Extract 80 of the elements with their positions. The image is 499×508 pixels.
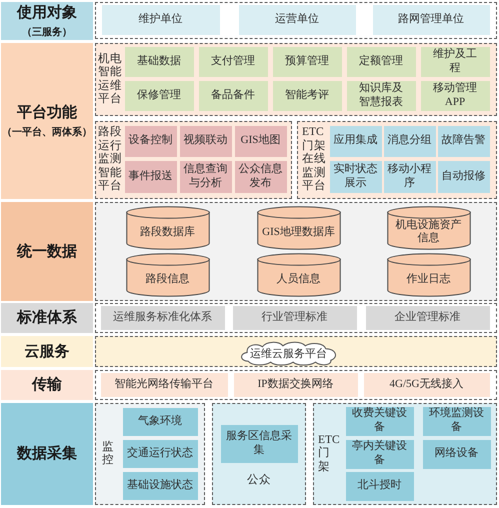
layer-header [1, 403, 93, 505]
database-name: 人员信息 [276, 272, 320, 286]
function-tile: 自动报修 [438, 160, 490, 192]
function-tile: 备品备件 [198, 80, 268, 110]
user-unit-tile: 维护单位 [102, 4, 220, 34]
function-tile: 预算管理 [272, 46, 342, 76]
layer-title: 云服务 [24, 342, 70, 360]
platform-panel [95, 121, 292, 199]
collection-title: ETC门架 [318, 434, 340, 474]
device-tile: 服务区信息采集 [220, 424, 298, 462]
network-tile: IP数据交换网络 [234, 372, 358, 396]
layer-title: 传输 [32, 376, 62, 394]
database-name: 机电设施资产信息 [394, 219, 462, 245]
function-tile: 维护及工程 [420, 46, 490, 76]
platform-title: 路段运行监测智能平台 [98, 126, 123, 194]
platform-panel [95, 43, 497, 116]
platform-panel [297, 121, 497, 199]
function-tile: 实时状态展示 [330, 160, 382, 192]
device-tile: 基础设施状态 [122, 472, 198, 500]
data-panel [95, 202, 497, 301]
user-unit-tile: 运营单位 [238, 4, 356, 34]
function-tile: 支付管理 [198, 46, 268, 76]
function-tile: 保修管理 [124, 80, 194, 110]
device-tile: 亭内关键设备 [346, 440, 414, 468]
function-tile: 公众信息发布 [234, 160, 286, 192]
standard-tile: 企业管理标准 [366, 306, 490, 330]
collection-panel [212, 403, 306, 505]
function-tile: 知识库及智慧报表 [346, 80, 416, 110]
database-name: 路段数据库 [140, 226, 195, 238]
function-tile: 故障告警 [438, 126, 490, 156]
layer-subtitle: （三服务） [22, 26, 72, 38]
function-tile: 定额管理 [346, 46, 416, 76]
device-tile: 收费关键设备 [346, 406, 414, 436]
database-name: GIS地理数据库 [262, 226, 335, 238]
function-tile: GIS地图 [234, 126, 286, 156]
device-tile: 环境监测设备 [422, 406, 490, 436]
layer-header [1, 336, 93, 367]
platform-title: 机电智能运维平台 [98, 52, 123, 106]
network-tile: 智能光网络传输平台 [100, 372, 228, 396]
database-name: 作业日志 [406, 272, 450, 286]
layer-title: 平台功能 [17, 104, 77, 122]
function-tile: 设备控制 [124, 126, 176, 156]
layer-title: 使用对象 [17, 4, 77, 22]
function-tile: 信息查询与分析 [180, 160, 232, 192]
function-tile: 消息分组 [384, 126, 436, 156]
device-tile: 气象环境 [122, 408, 198, 436]
layer-header [1, 2, 93, 40]
collection-panel [95, 403, 205, 505]
device-tile: 网络设备 [422, 440, 490, 468]
standard-tile: 行业管理标准 [232, 306, 356, 330]
collection-title: 公众 [247, 474, 271, 488]
collection-title: 监控 [102, 440, 114, 468]
layer-subtitle: （一平台、两体系） [2, 126, 92, 138]
standard-tile: 运维服务标准化体系 [100, 306, 224, 330]
user-panel [95, 2, 497, 39]
function-tile: 视频联动 [180, 126, 232, 156]
function-tile: 移动管理APP [420, 80, 490, 110]
user-unit-tile: 路网管理单位 [372, 4, 490, 34]
layer-header [1, 202, 93, 301]
transport-panel [95, 370, 497, 400]
standard-panel [95, 303, 497, 333]
layer-title: 统一数据 [17, 242, 77, 260]
layer-header [1, 43, 93, 199]
network-tile: 4G/5G无线接入 [364, 372, 490, 396]
device-tile: 交通运行状态 [122, 440, 198, 468]
function-tile: 事件报送 [124, 160, 176, 192]
function-tile: 应用集成 [330, 126, 382, 156]
function-tile: 智能考评 [272, 80, 342, 110]
layer-header [1, 303, 93, 333]
layer-title: 数据采集 [17, 445, 77, 463]
layer-title: 标准体系 [17, 309, 77, 327]
database-name: 路段信息 [146, 272, 190, 286]
device-tile: 北斗授时 [346, 472, 414, 500]
function-tile: 移动小程序 [384, 160, 436, 192]
collection-panel [313, 403, 497, 505]
cloud-panel [95, 336, 497, 367]
function-tile: 基础数据 [124, 46, 194, 76]
platform-title: ETC门架在线监测平台 [302, 126, 327, 194]
cloud-platform-name: 运维云服务平台 [250, 348, 327, 362]
layer-header [1, 370, 93, 400]
